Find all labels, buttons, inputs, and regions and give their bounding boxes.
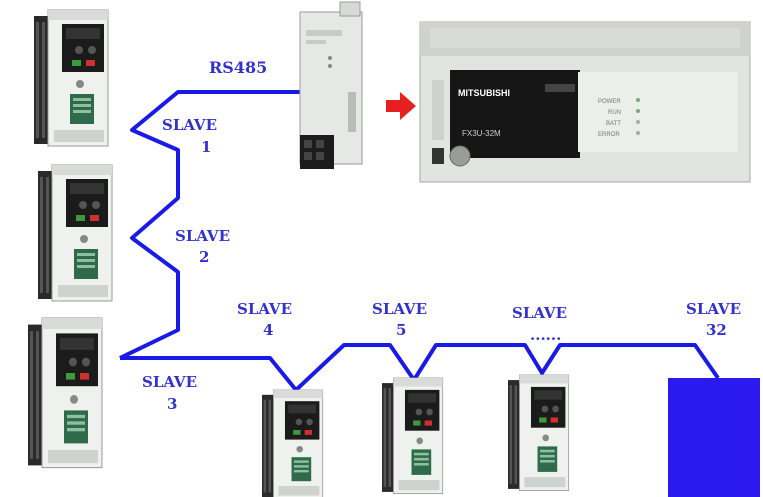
slave-2-label: SLAVE [175, 227, 230, 245]
plc-led-label: ERROR [598, 132, 620, 138]
plc-led-label: POWER [598, 99, 621, 105]
slave-n-number: ...... [530, 326, 562, 344]
inverter-drive-icon [27, 317, 103, 469]
slave-1-label: SLAVE [162, 116, 217, 134]
inverter-drive-icon [33, 9, 109, 147]
slave-5-label: SLAVE [372, 300, 427, 318]
slave-32-label: SLAVE [686, 300, 741, 318]
bus-label: RS485 [209, 58, 268, 77]
slave-4-label: SLAVE [237, 300, 292, 318]
plc-led-label: RUN [608, 110, 621, 116]
slave-5-number: 5 [396, 321, 407, 339]
inverter-drive-icon [507, 374, 570, 492]
plc-led-label: BATT [606, 121, 621, 127]
inverter-drive-icon [381, 377, 444, 495]
plc-icon: MITSUBISHI FX3U-32M POWER RUN BATT ERROR [419, 21, 751, 183]
slave-32-number: 32 [706, 321, 727, 339]
bus-line [119, 90, 320, 360]
plc-brand-text: MITSUBISHI [458, 88, 510, 98]
slave-3-number: 3 [167, 395, 178, 413]
slave-32-block [668, 378, 760, 497]
bus-line [120, 343, 720, 392]
slave-2-number: 2 [199, 248, 210, 266]
slave-1-number: 1 [201, 138, 212, 156]
inverter-drive-icon [37, 164, 113, 302]
slave-3-label: SLAVE [142, 373, 197, 391]
slave-4-number: 4 [263, 321, 274, 339]
plc-model-text: FX3U-32M [462, 129, 501, 138]
right-arrow-icon [386, 92, 416, 120]
rs485-adapter-icon [299, 1, 363, 169]
inverter-drive-icon [261, 389, 324, 497]
slave-n-label: SLAVE [512, 304, 567, 322]
